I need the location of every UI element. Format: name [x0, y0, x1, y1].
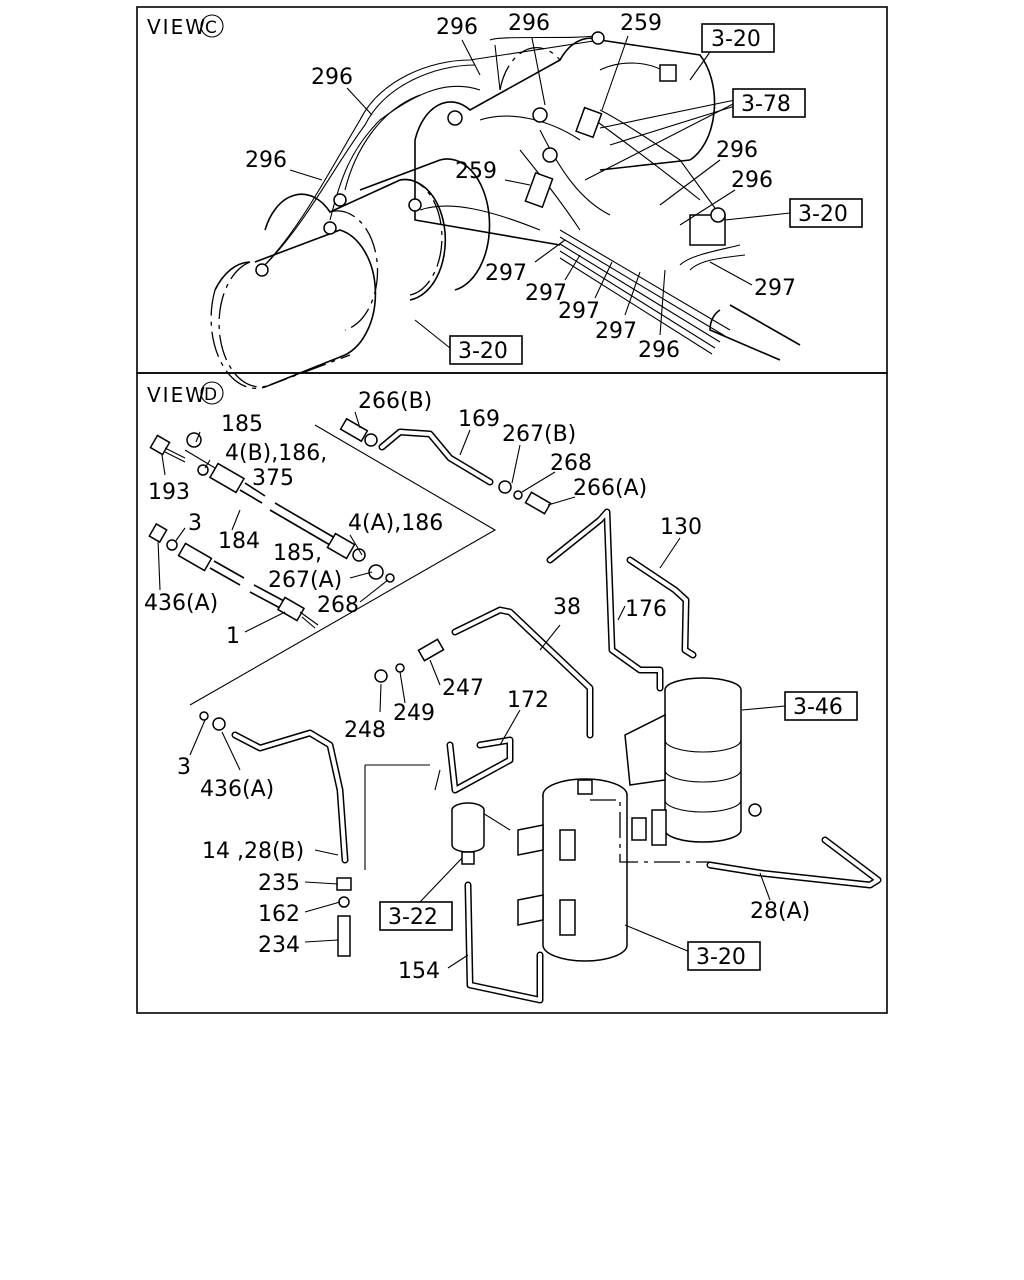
part-label-436a: 436(A)	[200, 777, 274, 802]
part-label-235: 235	[258, 871, 300, 896]
part-label-268: 268	[317, 593, 359, 618]
part-label-247: 247	[442, 676, 484, 701]
part-label-267b: 267(B)	[502, 422, 576, 447]
view-d-letter-circle	[200, 381, 224, 405]
ref-box-3-20: 3-20	[687, 941, 761, 971]
part-label-297: 297	[558, 299, 600, 324]
part-label-4b-186: 4(B),186,	[225, 441, 327, 466]
ref-box-3-78: 3-78	[732, 88, 806, 118]
part-label-234: 234	[258, 933, 300, 958]
part-label-185: 185,	[273, 541, 322, 566]
part-label-176: 176	[625, 597, 667, 622]
ref-box-label: 3-20	[696, 945, 746, 970]
pipe-169	[378, 428, 494, 486]
ref-box-3-46: 3-46	[784, 691, 858, 721]
part-label-296: 296	[731, 168, 773, 193]
view-d-panel: VIEW D	[136, 372, 888, 1014]
air-fittings	[255, 31, 726, 277]
pipe-172	[446, 736, 514, 794]
view-d-letter: D	[204, 385, 217, 405]
part-label-259: 259	[620, 11, 662, 36]
view-d-title: VIEW	[147, 383, 207, 407]
part-label-185: 185	[221, 412, 263, 437]
air-tank-top-center	[414, 37, 716, 246]
air-dryer	[624, 677, 762, 846]
ref-box-label: 3-20	[458, 339, 508, 364]
part-label-296: 296	[508, 11, 550, 36]
view-d-leaders	[157, 411, 786, 969]
part-label-436a: 436(A)	[144, 591, 218, 616]
air-pipe-bundle	[559, 229, 801, 361]
ref-box-3-20: 3-20	[701, 23, 775, 53]
pipe-38	[451, 606, 594, 739]
view-c-letter-circle	[200, 14, 224, 38]
view-c-title: VIEW	[147, 15, 207, 39]
part-label-184: 184	[218, 529, 260, 554]
part-label-162: 162	[258, 902, 300, 927]
part-label-296: 296	[245, 148, 287, 173]
ref-box-label: 3-20	[711, 27, 761, 52]
part-label-259: 259	[455, 159, 497, 184]
pipe-154	[464, 881, 544, 1004]
part-label-266a: 266(A)	[573, 476, 647, 501]
part-label-296: 296	[716, 138, 758, 163]
ref-box-3-20: 3-20	[789, 198, 863, 228]
part-label-172: 172	[507, 688, 549, 713]
exploded-frame	[189, 424, 497, 706]
part-label-266b: 266(B)	[358, 389, 432, 414]
part-label-296: 296	[638, 338, 680, 363]
part-label-1: 1	[226, 624, 240, 649]
exploded-frame	[364, 764, 430, 870]
view-c-panel: VIEW C	[136, 6, 888, 390]
part-label-297: 297	[485, 261, 527, 286]
pipe-176	[546, 508, 664, 692]
ref-box-label: 3-22	[388, 905, 438, 930]
part-label-375: 375	[252, 466, 294, 491]
pipe-28a	[706, 836, 882, 889]
part-label-267a: 267(A)	[268, 568, 342, 593]
part-label-297: 297	[595, 319, 637, 344]
part-label-249: 249	[393, 701, 435, 726]
part-label-14-28b: 14 ,28(B)	[202, 839, 304, 864]
part-label-38: 38	[553, 595, 581, 620]
part-label-297: 297	[754, 276, 796, 301]
air-tank-rear-left	[359, 158, 491, 296]
reservoir-tank	[517, 778, 710, 962]
ref-box-label: 3-78	[741, 92, 791, 117]
part-label-296: 296	[311, 65, 353, 90]
part-label-296: 296	[436, 15, 478, 40]
part-label-169: 169	[458, 407, 500, 432]
part-label-248: 248	[344, 718, 386, 743]
part-label-130: 130	[660, 515, 702, 540]
part-label-154: 154	[398, 959, 440, 984]
part-label-297: 297	[525, 281, 567, 306]
pipe-130	[626, 556, 697, 659]
filter	[451, 802, 485, 865]
part-label-4a-186: 4(A),186	[348, 511, 443, 536]
view-c-letter: C	[205, 18, 217, 38]
view-c-leaders	[289, 35, 791, 349]
part-label-3: 3	[188, 511, 202, 536]
pipe-14-28b	[231, 729, 349, 864]
part-label-193: 193	[148, 480, 190, 505]
ref-box-label: 3-46	[793, 695, 843, 720]
air-tank-front-left	[210, 229, 377, 390]
part-label-28a: 28(A)	[750, 899, 810, 924]
ref-box-3-22: 3-22	[379, 901, 453, 931]
part-label-3: 3	[177, 755, 191, 780]
part-label-268: 268	[550, 451, 592, 476]
ref-box-label: 3-20	[798, 202, 848, 227]
ref-box-3-20: 3-20	[449, 335, 523, 365]
fittings-cluster	[148, 417, 552, 957]
